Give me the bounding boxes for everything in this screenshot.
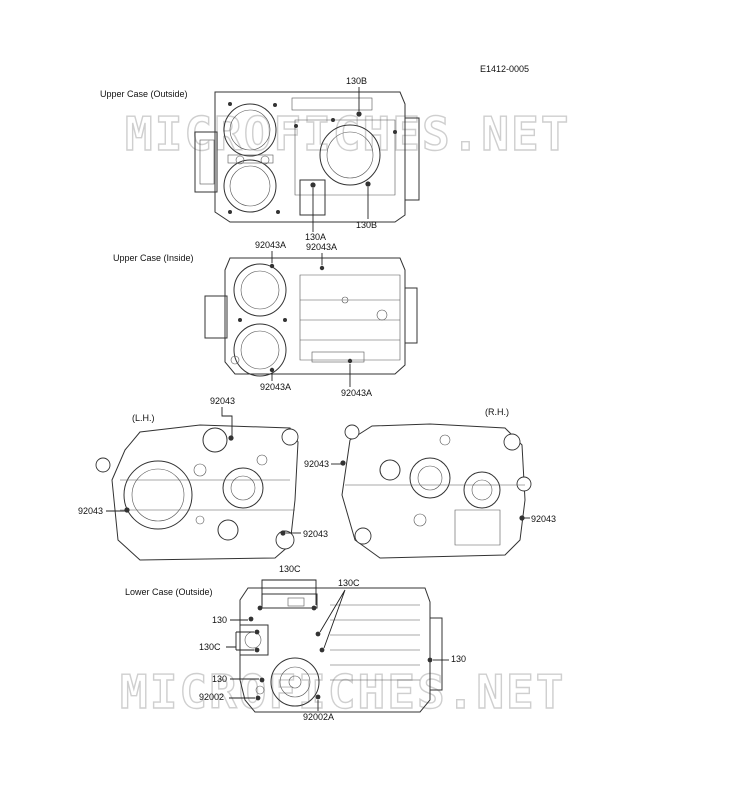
leader-130C-left <box>226 631 254 651</box>
callout-92043-rh-left: 92043 <box>304 459 329 469</box>
callout-130C-top: 130C <box>279 564 301 574</box>
section-upper-case-outside: Upper Case (Outside) <box>100 89 188 99</box>
callout-130-left: 130 <box>212 615 227 625</box>
section-upper-case-inside: Upper Case (Inside) <box>113 253 194 263</box>
section-rh: (R.H.) <box>485 407 509 417</box>
callout-92043-lh-top: 92043 <box>210 396 235 406</box>
section-lh: (L.H.) <box>132 413 155 423</box>
callout-92002: 92002 <box>199 692 224 702</box>
callout-130A: 130A <box>305 232 326 242</box>
leader-130C-right <box>319 589 346 649</box>
lower-case-outside-drawing <box>239 587 443 713</box>
rh-case-drawing <box>340 423 532 559</box>
leader-130C-top <box>261 579 317 605</box>
callout-92043-lh-bottom: 92043 <box>303 529 328 539</box>
leader-92043-lh-top <box>221 407 233 436</box>
watermark-top: MICROFICHES.NET <box>125 107 570 161</box>
callout-130B-top: 130B <box>346 76 367 86</box>
callout-92043A-3: 92043A <box>260 382 291 392</box>
watermark-bottom: MICROFICHES.NET <box>120 665 565 719</box>
callout-130C-right: 130C <box>338 578 360 588</box>
callout-92043A-2: 92043A <box>306 242 337 252</box>
callout-92043-lh-left: 92043 <box>78 506 103 516</box>
callout-130B-bottom: 130B <box>356 220 377 230</box>
callout-92043A-1: 92043A <box>255 240 286 250</box>
callout-92043-rh-right: 92043 <box>531 514 556 524</box>
callout-92002A: 92002A <box>303 712 334 722</box>
section-lower-case-outside: Lower Case (Outside) <box>125 587 213 597</box>
callout-130C-left: 130C <box>199 642 221 652</box>
upper-case-inside-drawing <box>204 257 418 377</box>
upper-case-outside-drawing <box>194 91 420 223</box>
callout-130-lower: 130 <box>212 674 227 684</box>
callout-130-right: 130 <box>451 654 466 664</box>
callout-92043A-4: 92043A <box>341 388 372 398</box>
lh-case-drawing <box>95 424 299 561</box>
figure-code: E1412-0005 <box>480 64 529 74</box>
